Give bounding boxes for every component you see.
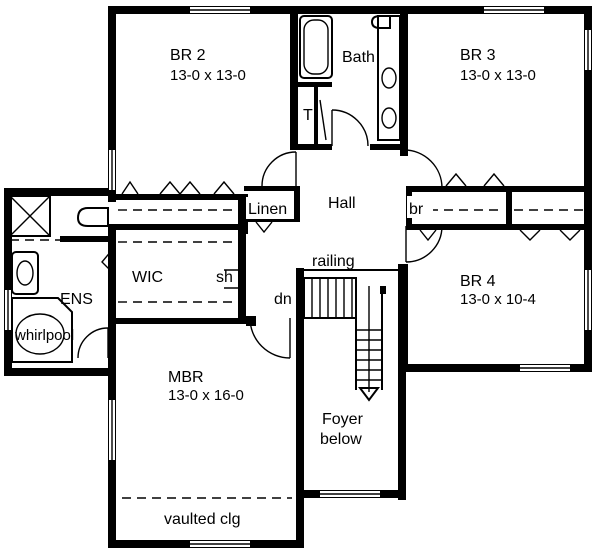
wic-name: WIC — [132, 269, 163, 286]
ensuite-fixtures — [9, 195, 109, 363]
door-swings — [224, 149, 443, 359]
windows — [5, 7, 591, 547]
br4-size: 13-0 x 10-4 — [460, 291, 536, 308]
foyer-line2: below — [320, 431, 362, 448]
toilet-label: T — [303, 107, 313, 124]
room-labels: BR 2 13-0 x 13-0 BR 3 13-0 x 13-0 Bath T… — [14, 47, 536, 528]
br-closet-label: br — [409, 201, 424, 218]
br3-name: BR 3 — [460, 47, 496, 64]
railing-label: railing — [312, 253, 355, 270]
mbr-name: MBR — [168, 369, 204, 386]
ens-name: ENS — [60, 291, 93, 308]
br2-size: 13-0 x 13-0 — [170, 67, 246, 84]
foyer-line1: Foyer — [322, 411, 364, 428]
whirlpool-label: whirlpool — [14, 327, 74, 344]
bath-fixtures — [299, 15, 401, 147]
bath-name: Bath — [342, 49, 375, 66]
linen-name: Linen — [248, 201, 287, 218]
interior-walls — [60, 6, 592, 364]
vaulted-ceiling-label: vaulted clg — [164, 511, 241, 528]
br2-name: BR 2 — [170, 47, 206, 64]
hall-name: Hall — [328, 195, 356, 212]
br4-name: BR 4 — [460, 273, 496, 290]
down-label: dn — [274, 291, 292, 308]
shelf-label: sh — [216, 269, 233, 286]
stairs — [296, 269, 398, 402]
mbr-size: 13-0 x 16-0 — [168, 387, 244, 404]
br3-size: 13-0 x 13-0 — [460, 67, 536, 84]
